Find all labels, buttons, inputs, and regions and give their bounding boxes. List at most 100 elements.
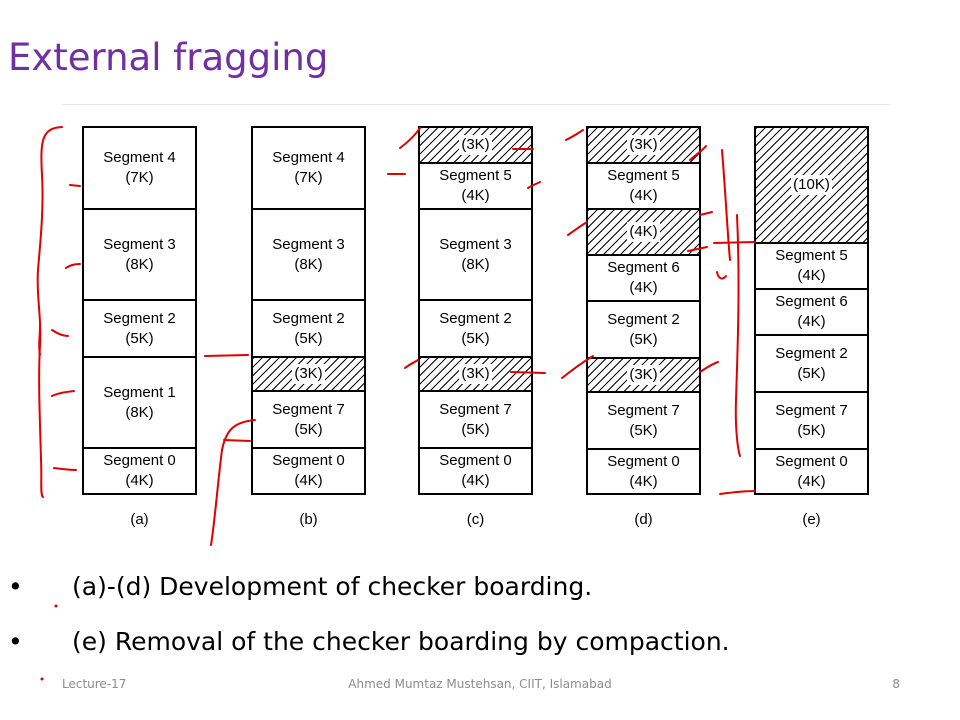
title-divider [62,104,890,105]
hole-size: (3K) [459,364,492,384]
segment-size: (5K) [797,364,826,382]
bullet-text: (a)-(d) Development of checker boarding. [72,572,593,601]
segment-size: (4K) [125,472,154,489]
segment-name: Segment 6 [775,293,848,310]
memory-column-d: (3K)Segment 5(4K)(4K)Segment 6(4K)Segmen… [586,126,701,495]
annotation-dot [54,604,58,608]
segment-block: Segment 3(8K) [253,208,364,299]
segment-name: Segment 7 [272,400,345,418]
segment-size: (5K) [125,329,154,347]
segment-size: (5K) [629,421,658,439]
segment-block: Segment 4 (7K) [84,128,195,208]
annotation-mark [38,324,41,356]
segment-block: Segment 7 (5K) [756,391,867,448]
free-hole-block: (10K) [756,128,867,242]
column-caption: (c) [466,511,485,528]
segment-block: Segment 3(8K) [84,208,195,299]
segment-block: Segment 2(5K) [253,299,364,356]
segment-block: Segment 0 (4K) [84,447,195,493]
segment-size: (5K) [629,330,658,348]
segment-name: Segment 0 [272,452,345,469]
segment-size: (7K) [125,169,154,186]
segment-block: Segment 0 (4K) [420,447,531,493]
column-caption: (b) [299,511,318,528]
annotation-mark [204,354,249,357]
column-caption: (a) [130,511,149,528]
annotation-mark [719,490,756,495]
segment-name: Segment 6 [607,259,680,276]
hole-size: (3K) [459,135,492,155]
segment-name: Segment 0 [775,452,848,470]
hole-size: (4K) [627,222,660,242]
segment-block: Segment 7(5K) [420,390,531,447]
segment-block: Segment 7(5K) [253,390,364,447]
free-hole-block: (3K) [420,128,531,162]
segment-block: Segment 0 (4K) [253,447,364,493]
segment-size: (4K) [461,472,490,489]
annotation-mark [53,467,77,471]
free-hole-block: (3K) [420,356,531,390]
segment-size: (4K) [294,472,323,489]
segment-name: Segment 4 [103,149,176,166]
hole-size: (3K) [627,365,660,385]
bullet-dot-icon: • [8,627,23,656]
hole-size: (3K) [627,135,660,155]
column-caption: (e) [802,511,821,528]
segment-size: (5K) [461,329,490,347]
footer-author: Ahmed Mumtaz Mustehsan, CIIT, Islamabad [348,677,612,691]
segment-block: Segment 4(7K) [253,128,364,208]
segment-size: (7K) [294,169,323,186]
annotation-mark [399,127,421,149]
segment-block: Segment 5 (4K) [420,162,531,208]
free-hole-block: (4K) [588,208,699,254]
annotation-brace [36,126,63,498]
annotation-mark [565,129,584,141]
annotation-mark [713,241,756,244]
segment-size: (4K) [797,267,826,284]
segment-block: Segment 0(4K) [588,448,699,493]
segment-size: (8K) [461,255,490,273]
free-hole-block: (3K) [588,128,699,162]
segment-block: Segment 2(5K) [756,334,867,391]
segment-name: Segment 0 [103,452,176,469]
segment-name: Segment 5 [607,167,680,184]
segment-size: (8K) [125,255,154,273]
annotation-mark [69,184,81,187]
segment-size: (4K) [797,472,826,490]
annotation-mark [721,149,731,261]
memory-column-a: Segment 4(7K)Segment 3(8K)Segment 2(5K)S… [82,126,197,495]
annotation-mark [65,263,81,269]
segment-name: Segment 1 [103,383,176,401]
segment-block: Segment 1(8K) [84,356,195,447]
annotation-mark [223,439,251,442]
memory-column-e: (10K) Segment 5 (4K) Segment 6 (4K) Segment 2… [754,126,869,495]
bullet-text: (e) Removal of the checker boarding by c… [72,627,730,656]
segment-block: Segment 2(5K) [588,300,699,357]
segment-name: Segment 5 [439,167,512,184]
segment-name: Segment 2 [439,309,512,327]
segment-name: Segment 5 [775,247,848,264]
segment-name: Segment 0 [439,452,512,469]
free-hole-block: (3K) [588,357,699,391]
hole-size: (3K) [292,364,325,384]
page-number: 8 [892,677,900,691]
segment-block: Segment 6 (4K) [588,254,699,300]
annotation-mark [210,419,256,546]
segment-size: (5K) [797,421,826,439]
segment-block: Segment 2 (5K) [420,299,531,356]
annotation-mark [699,211,713,216]
segment-size: (4K) [629,279,658,296]
hole-size: (10K) [791,175,832,195]
segment-name: Segment 2 [272,309,345,327]
segment-block: Segment 3(8K) [420,208,531,299]
segment-size: (4K) [461,187,490,204]
segment-size: (4K) [629,472,658,490]
segment-name: Segment 7 [607,401,680,419]
segment-block: Segment 0 (4K) [756,448,867,493]
segment-block: Segment 7 (5K) [588,391,699,448]
segment-name: Segment 3 [272,235,345,253]
annotation-mark [734,214,741,457]
segment-block: Segment 2(5K) [84,299,195,356]
bullet-dot-icon: • [8,572,23,601]
segment-name: Segment 7 [775,401,848,419]
